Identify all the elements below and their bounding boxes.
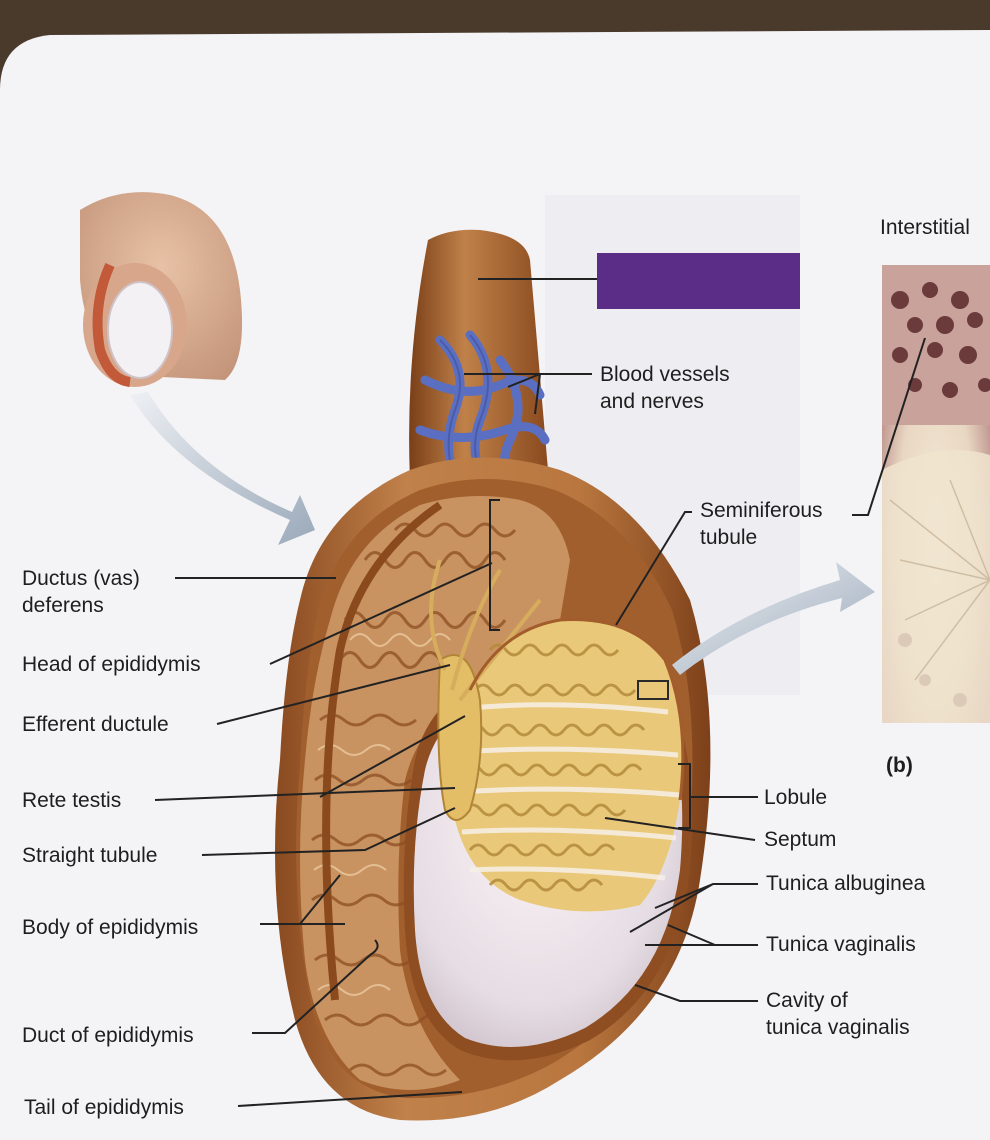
label-tunica-albuginea: Tunica albuginea <box>766 872 926 895</box>
label-tail-of-epididymis: Tail of epididymis <box>24 1096 184 1119</box>
seminiferous-tubules <box>463 643 646 892</box>
label-efferent-ductule: Efferent ductule <box>22 713 169 736</box>
label-seminiferous-tubule: Seminiferous tubule <box>700 499 823 549</box>
label-body-of-epididymis: Body of epididymis <box>22 916 199 939</box>
label-rete-testis: Rete testis <box>22 789 122 812</box>
panel-label-b: (b) <box>886 754 913 777</box>
label-duct-of-epididymis: Duct of epididymis <box>22 1024 194 1047</box>
label-lobule: Lobule <box>764 786 828 809</box>
magnified-area-box <box>637 680 669 700</box>
label-interstitial: Interstitial <box>880 216 970 239</box>
label-ductus-deferens: Ductus (vas) deferens <box>22 567 140 617</box>
label-blood-vessels-and-nerves: Blood vessels and nerves <box>600 363 730 413</box>
histology-micrograph <box>882 265 990 723</box>
inset-illustration <box>80 192 243 387</box>
label-cavity-of-tunica-vaginalis: Cavity of tunica vaginalis <box>766 989 910 1039</box>
label-septum: Septum <box>764 828 837 851</box>
leader-lines <box>154 278 926 1107</box>
label-head-of-epididymis: Head of epididymis <box>22 653 201 676</box>
label-tunica-vaginalis: Tunica vaginalis <box>766 933 916 956</box>
covered-label-box <box>597 253 800 309</box>
septa <box>459 702 681 881</box>
label-straight-tubule: Straight tubule <box>22 844 158 867</box>
